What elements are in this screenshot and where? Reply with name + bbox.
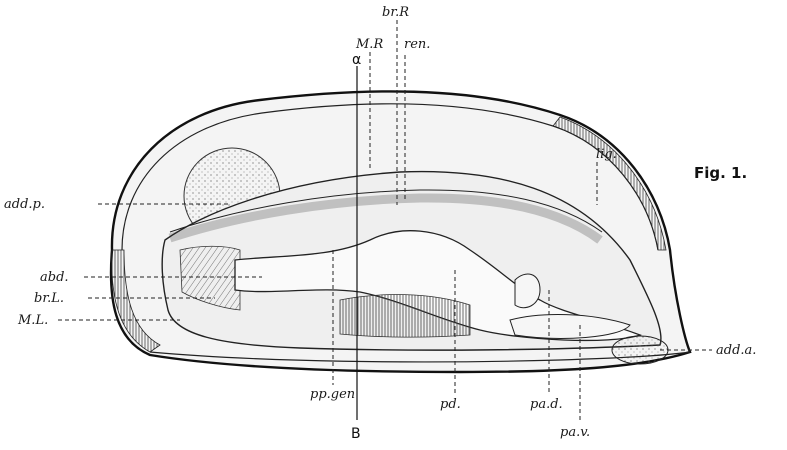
label-lig: lig. [596,147,617,162]
gonad-region [340,295,470,338]
label-add-a: add.a. [716,343,756,358]
label-pa-v: pa.v. [560,425,590,440]
label-ren: ren. [404,37,430,52]
axis-top-symbol: α [352,52,361,68]
figure-caption: Fig. 1. [694,164,747,182]
label-pp-gen: pp.gen [310,387,355,402]
label-pd: pd. [440,397,461,412]
label-add-p: add.p. [4,197,45,212]
anterior-adductor [612,336,668,364]
label-M-L: M.L. [17,313,48,328]
label-M-R: M.R [355,37,383,52]
label-abd: abd. [40,270,69,285]
label-br-R: br.R [382,5,409,20]
label-pa-d: pa.d. [530,397,563,412]
axis-bottom-symbol: B [351,426,361,442]
label-br-L: br.L. [34,291,64,306]
